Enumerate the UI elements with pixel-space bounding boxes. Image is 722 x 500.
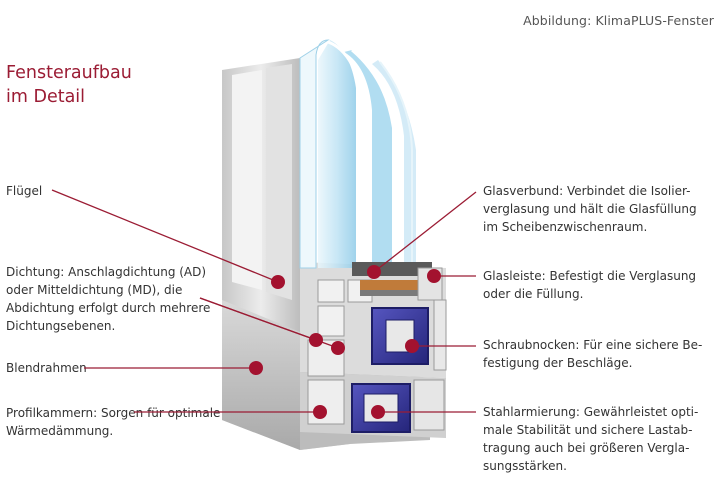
title-line-1: Fensteraufbau <box>6 63 132 83</box>
label-blendrahmen: Blendrahmen <box>6 359 87 377</box>
figure-caption: Abbildung: KlimaPLUS-Fenster <box>523 13 714 28</box>
marker-glasleiste <box>427 269 441 283</box>
marker-glasverbund <box>367 265 381 279</box>
label-line: Schraubnocken: Für eine sichere Be- <box>483 338 703 352</box>
label-line: im Scheibenzwischenraum. <box>483 220 648 234</box>
label-line: Blendrahmen <box>6 361 87 375</box>
label-glasleiste: Glasleiste: Befestigt die Verglasung ode… <box>483 267 696 303</box>
label-fluegel: Flügel <box>6 182 42 200</box>
leader-lines <box>51 189 477 413</box>
label-dichtung: Dichtung: Anschlagdichtung (AD) oder Mit… <box>6 263 210 335</box>
label-line: Stahlarmierung: Gewährleistet opti- <box>483 405 699 419</box>
label-line: festigung der Beschläge. <box>483 356 633 370</box>
marker-dichtung-ad <box>309 333 323 347</box>
steel-reinforcement <box>351 307 429 433</box>
label-glasverbund: Glasverbund: Verbindet die Isolier- verg… <box>483 182 697 236</box>
marker-stahlarmierung <box>371 405 385 419</box>
diagram-title: Fensteraufbau im Detail <box>6 61 132 109</box>
title-line-2: im Detail <box>6 87 86 107</box>
label-line: tragung auch bei größeren Vergla- <box>483 441 690 455</box>
leader-fluegel <box>51 189 279 283</box>
label-line: Dichtungsebenen. <box>6 319 116 333</box>
label-line: Profilkammern: Sorgen für optimale <box>6 406 221 420</box>
label-line: sungsstärken. <box>483 459 567 473</box>
label-line: Glasverbund: Verbindet die Isolier- <box>483 184 691 198</box>
label-line: oder die Füllung. <box>483 287 584 301</box>
marker-profilkammern <box>313 405 327 419</box>
leader-glasverbund <box>373 191 477 273</box>
glass-bead <box>352 262 443 301</box>
label-line: Flügel <box>6 184 43 198</box>
marker-fluegel <box>271 275 285 289</box>
label-line: oder Mitteldichtung (MD), die <box>6 283 183 297</box>
label-line: verglasung und hält die Glasfüllung <box>483 202 697 216</box>
label-schraubnocken: Schraubnocken: Für eine sichere Be- fest… <box>483 336 702 372</box>
label-line: Dichtung: Anschlagdichtung (AD) <box>6 265 207 279</box>
marker-dots <box>249 265 441 419</box>
label-profilkammern: Profilkammern: Sorgen für optimale Wärme… <box>6 404 220 440</box>
label-line: Glasleiste: Befestigt die Verglasung <box>483 269 697 283</box>
label-line: Abdichtung erfolgt durch mehrere <box>6 301 211 315</box>
label-stahlarmierung: Stahlarmierung: Gewährleistet opti- male… <box>483 403 698 475</box>
marker-schraubnocken <box>405 339 419 353</box>
triple-glazing <box>299 39 416 269</box>
marker-blendrahmen <box>249 361 263 375</box>
marker-dichtung-md <box>331 341 345 355</box>
label-line: Wärmedämmung. <box>6 424 114 438</box>
label-line: male Stabilität und sichere Lastab- <box>483 423 693 437</box>
